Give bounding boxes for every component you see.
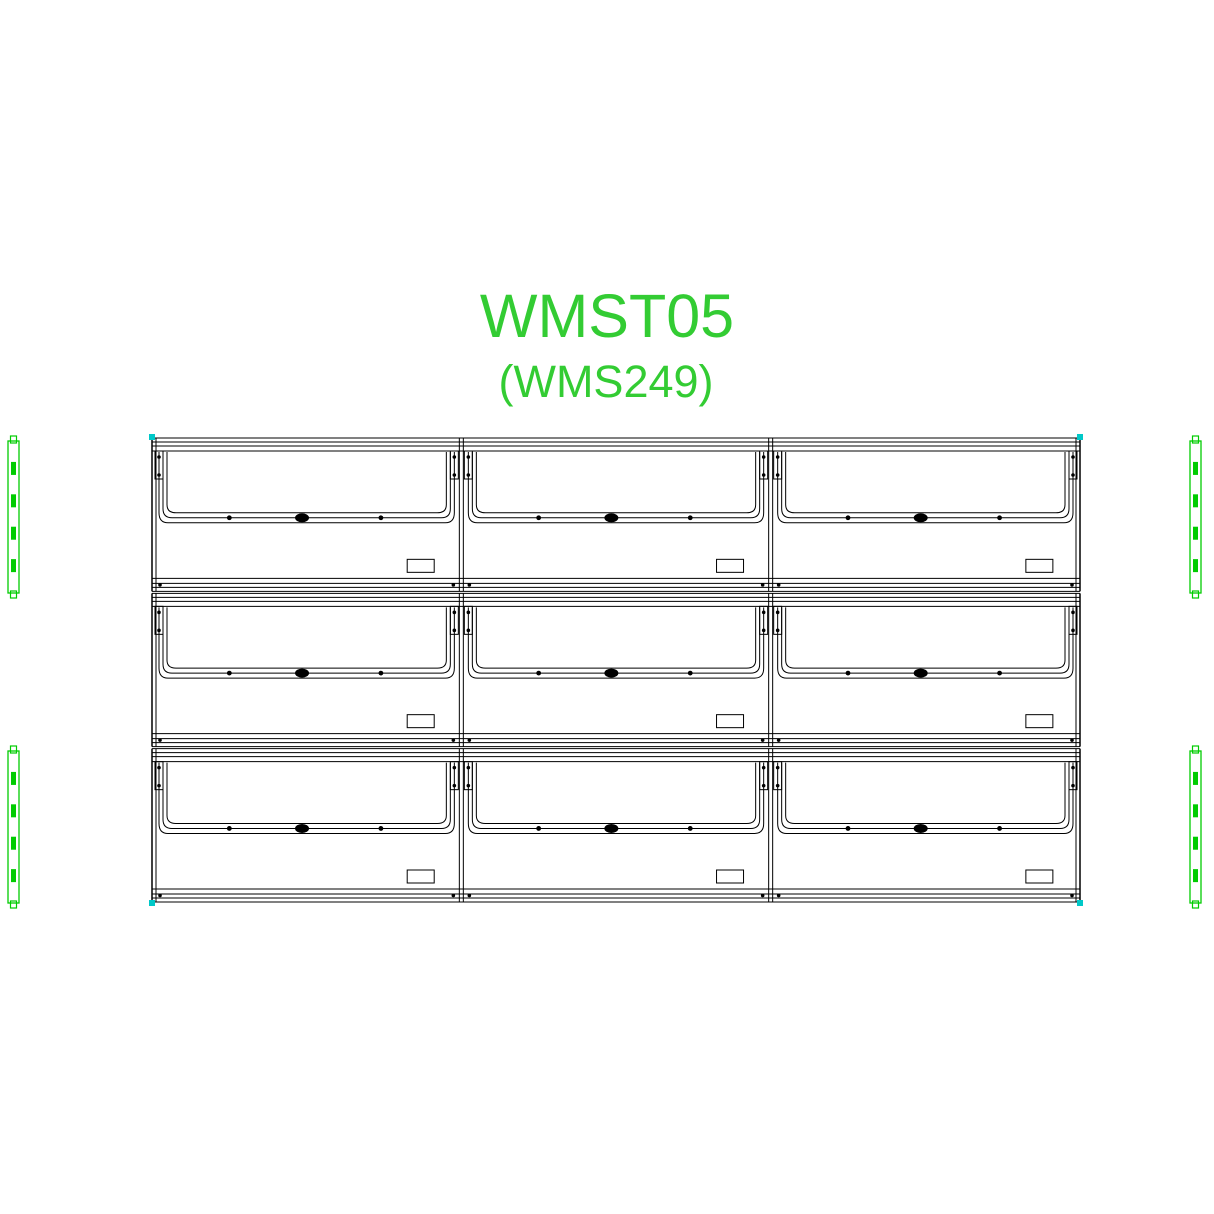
frame-row <box>151 437 1081 592</box>
frame-row <box>151 592 1081 748</box>
side-brackets <box>7 435 1202 909</box>
frame-module <box>467 762 765 884</box>
frame-module <box>158 762 455 884</box>
frame-module <box>467 452 765 573</box>
frame-module <box>467 607 765 729</box>
corner-tick <box>149 434 155 440</box>
mounting-bracket <box>7 745 20 909</box>
mounting-bracket <box>1189 745 1202 909</box>
corner-tick <box>149 900 155 906</box>
mounting-bracket <box>1189 435 1202 599</box>
drawing-subtitle: (WMS249) <box>498 356 713 407</box>
frame-module <box>777 762 1074 884</box>
corner-tick <box>1077 900 1083 906</box>
frame-module <box>158 607 455 729</box>
frame-assembly <box>151 437 1081 903</box>
corner-tick <box>1077 434 1083 440</box>
frame-module <box>158 452 455 573</box>
corner-ticks <box>149 434 1083 906</box>
drawing-title: WMST05 <box>480 282 734 350</box>
mounting-bracket <box>7 435 20 599</box>
frame-module <box>777 607 1074 729</box>
frame-row <box>151 748 1081 903</box>
frame-module <box>777 452 1074 573</box>
